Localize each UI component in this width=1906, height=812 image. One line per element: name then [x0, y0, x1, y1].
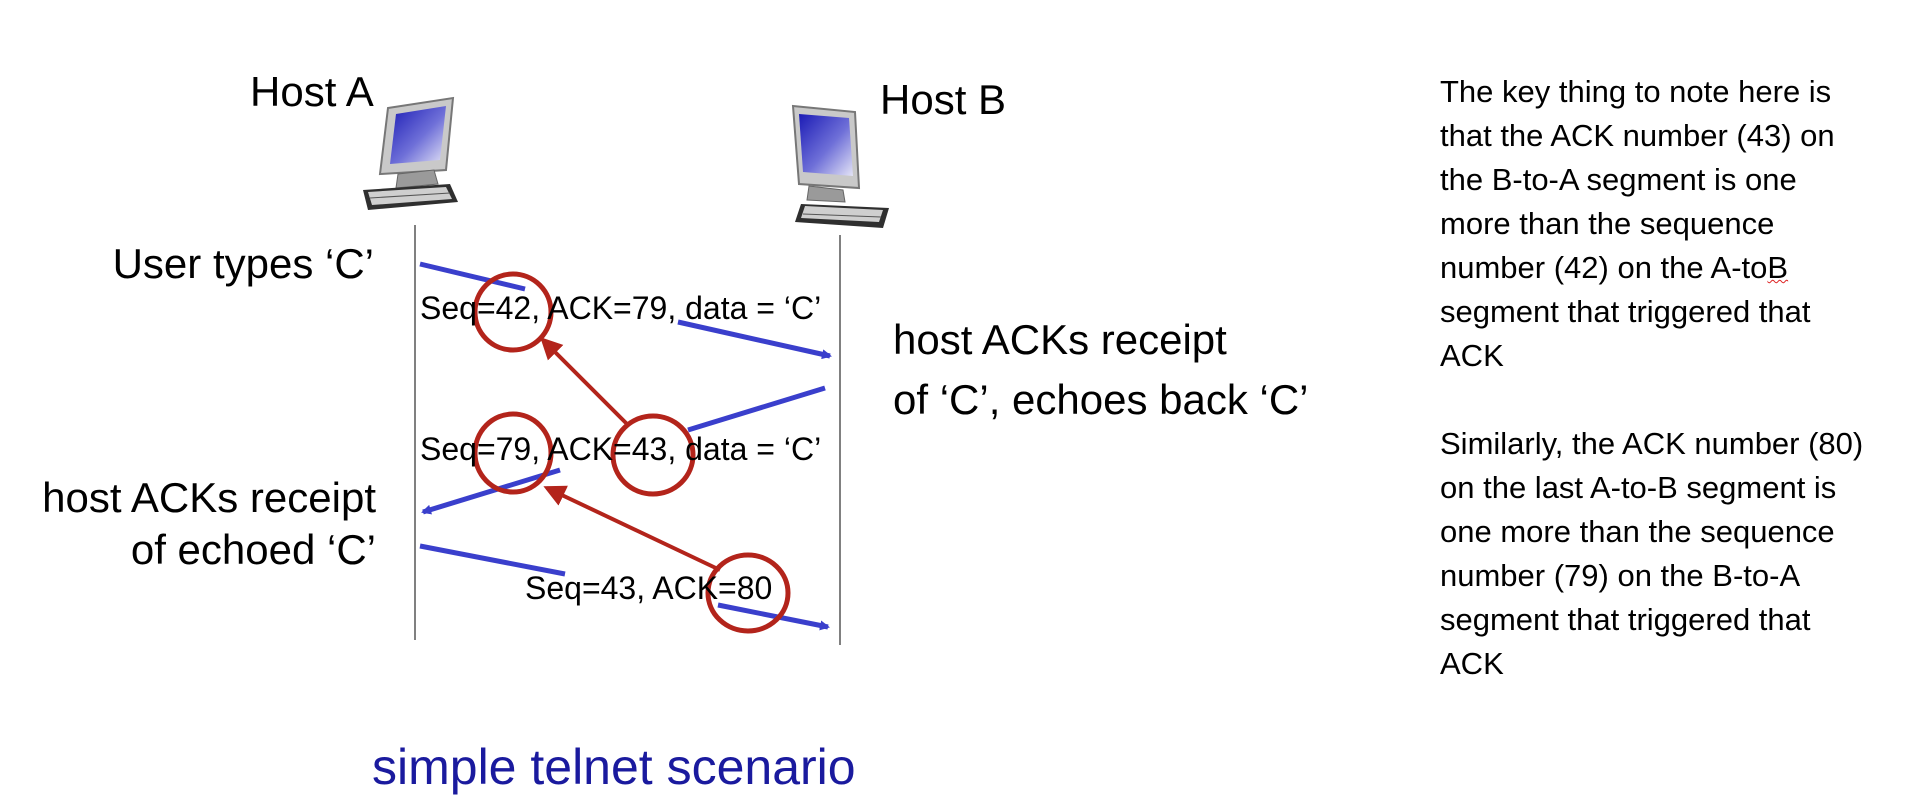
computer-icon: [363, 96, 458, 210]
segment-label: Seq=43, ACK=80: [525, 570, 773, 606]
event-host-b-ack-line1: host ACKs receipt: [893, 316, 1227, 363]
spellcheck-squiggle: B: [1767, 250, 1789, 285]
highlight-circle-seq79: [472, 411, 554, 495]
highlight-circle-ack80: [705, 552, 791, 634]
segment-arrow: [687, 385, 826, 433]
host-b-label: Host B: [880, 76, 1007, 123]
diagram-caption: simple telnet scenario: [372, 739, 856, 795]
event-host-b-ack-line2: of ‘C’, echoes back ‘C’: [893, 376, 1309, 423]
segment-label: Seq=79, ACK=43, data = ‘C’: [420, 431, 822, 467]
event-host-a-ack: host ACKs receipt of echoed ‘C’: [42, 472, 376, 576]
event-user-types: User types ‘C’: [112, 240, 374, 287]
relation-arrow: [540, 337, 630, 427]
event-host-a-ack-line2: of echoed ‘C’: [130, 526, 376, 573]
note-paragraph-2: Similarly, the ACK number (80) on the la…: [1440, 426, 1864, 681]
note-paragraph-1-text: The key thing to note here is that the A…: [1440, 74, 1835, 285]
note-paragraph-1-end: segment that triggered that ACK: [1440, 294, 1811, 373]
segment-arrow: [419, 261, 526, 292]
highlight-circle-seq42: [472, 271, 554, 353]
segment-arrow: [717, 602, 830, 631]
explanation-notes: The key thing to note here is that the A…: [1440, 70, 1870, 730]
segment-arrow: [677, 319, 832, 360]
event-host-a-ack-line1: host ACKs receipt: [42, 474, 376, 521]
relation-arrow: [543, 485, 721, 572]
segment-arrow: [419, 543, 566, 577]
segment-arrow: [421, 467, 561, 515]
note-paragraph-1: The key thing to note here is that the A…: [1440, 70, 1870, 378]
host-a-label: Host A: [250, 68, 374, 115]
computer-icon: [791, 104, 889, 228]
highlight-circle-ack43: [610, 413, 696, 497]
segment-label: Seq=42, ACK=79, data = ‘C’: [420, 290, 822, 326]
event-host-b-ack: host ACKs receipt of ‘C’, echoes back ‘C…: [893, 314, 1309, 426]
